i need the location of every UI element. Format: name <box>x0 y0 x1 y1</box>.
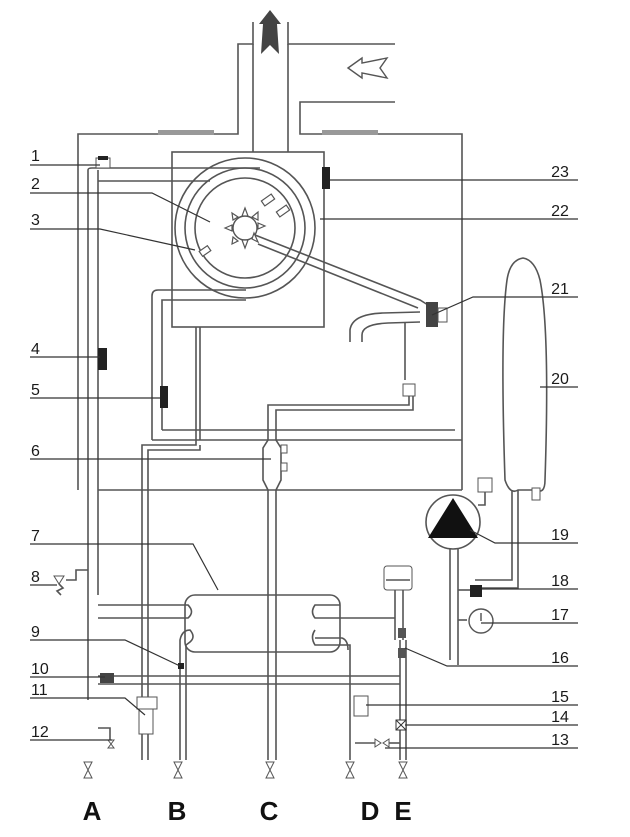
connection-b: B <box>168 796 187 826</box>
flue-sensor <box>322 167 330 189</box>
callout-19: 19 <box>551 527 569 544</box>
callout-12: 12 <box>31 724 49 741</box>
callout-16: 16 <box>551 650 569 667</box>
leader-lines <box>30 164 578 749</box>
flame-icon <box>223 206 267 250</box>
drain-valve-icon <box>107 739 115 749</box>
connection-e: E <box>394 796 411 826</box>
callout-14: 14 <box>551 709 569 726</box>
callout-2: 2 <box>31 176 40 193</box>
callout-5: 5 <box>31 382 40 399</box>
pressure-switch <box>470 585 482 597</box>
electrode <box>260 193 276 207</box>
connection-c: C <box>260 796 279 826</box>
diverter-valve <box>262 430 288 760</box>
gas-valve <box>267 302 448 430</box>
callout-6: 6 <box>31 443 40 460</box>
flow-sensor <box>136 696 158 710</box>
bypass-tank <box>383 565 413 591</box>
callout-10: 10 <box>31 661 49 678</box>
limit-thermostat <box>160 386 168 408</box>
expansion-vessel <box>502 257 548 501</box>
callout-21: 21 <box>551 281 569 298</box>
temp-sensor <box>98 348 107 370</box>
callout-7: 7 <box>31 528 40 545</box>
callout-17: 17 <box>551 607 569 624</box>
callout-11: 11 <box>31 682 48 699</box>
callout-1: 1 <box>31 148 40 165</box>
dhw-sensor <box>178 663 184 669</box>
exhaust-arrow-icon <box>259 10 281 54</box>
callout-23: 23 <box>551 164 569 181</box>
callout-13: 13 <box>551 732 569 749</box>
gasket <box>322 130 378 135</box>
electrode <box>275 204 291 218</box>
connection-a: A <box>83 796 102 826</box>
combustion-chamber <box>171 151 325 328</box>
filter <box>100 673 114 683</box>
main-heat-exchanger <box>174 157 316 299</box>
safety-valve-icon <box>53 575 65 585</box>
flue-assembly <box>77 10 463 490</box>
callout-18: 18 <box>551 573 569 590</box>
plate-heat-exchanger <box>98 594 395 760</box>
pump <box>425 477 493 550</box>
callout-20: 20 <box>551 371 569 388</box>
electrode <box>198 244 212 258</box>
callout-15: 15 <box>551 689 569 706</box>
filling-valve-icon <box>374 738 382 748</box>
callout-3: 3 <box>31 212 40 229</box>
gasket <box>158 130 214 135</box>
connection-valves <box>83 761 408 779</box>
connection-d: D <box>361 796 380 826</box>
callout-4: 4 <box>31 341 40 358</box>
callout-22: 22 <box>551 203 569 220</box>
intake-arrow-icon <box>346 56 389 80</box>
gas-cock <box>402 383 416 397</box>
flow-restrictor <box>353 695 369 717</box>
callout-9: 9 <box>31 624 40 641</box>
callout-8: 8 <box>31 569 40 586</box>
